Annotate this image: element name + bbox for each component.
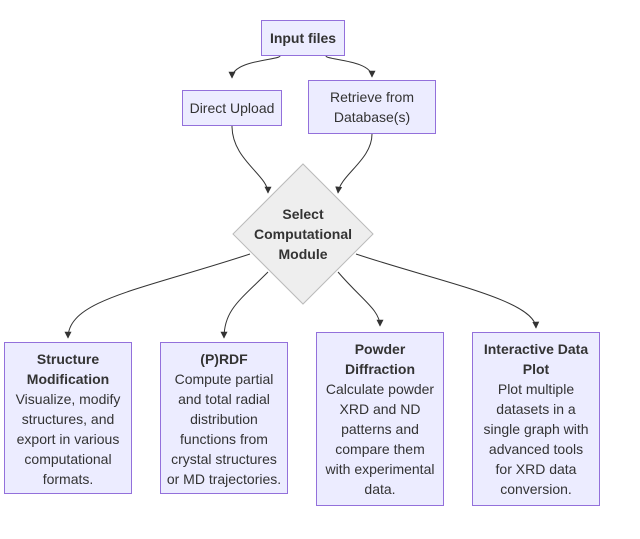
- powder-diffraction-node: Powder Diffraction Calculate powder XRD …: [316, 332, 444, 506]
- interactive-data-plot-desc: Plot multiple datasets in a single graph…: [483, 381, 589, 497]
- edge-retrieve-db-to-select: [335, 133, 373, 194]
- edge-select-to-interactive: [355, 253, 540, 329]
- structure-modification-node: Structure Modification Visualize, modify…: [4, 342, 132, 494]
- interactive-data-plot-node: Interactive Data Plot Plot multiple data…: [472, 332, 600, 506]
- direct-upload-label: Direct Upload: [189, 100, 275, 116]
- edge-direct-upload-to-select: [231, 125, 272, 194]
- prdf-title: (P)RDF: [200, 351, 248, 367]
- interactive-data-plot-title: Interactive Data Plot: [483, 341, 589, 377]
- powder-diffraction-desc: Calculate powder XRD and ND patterns and…: [325, 381, 435, 497]
- powder-diffraction-title: Powder Diffraction: [345, 341, 415, 377]
- prdf-node: (P)RDF Compute partial and total radial …: [160, 342, 288, 494]
- edge-input-to-retrieve-db: [325, 55, 376, 78]
- prdf-desc: Compute partial and total radial distrib…: [166, 371, 282, 487]
- structure-modification-title: Structure Modification: [26, 351, 110, 387]
- input-files-node: Input files: [261, 20, 345, 56]
- edge-select-to-structure: [64, 253, 251, 339]
- retrieve-db-node: Retrieve from Database(s): [308, 80, 436, 134]
- input-files-label: Input files: [269, 30, 337, 46]
- edge-select-to-prdf: [220, 271, 269, 339]
- select-module-decision: Select Computational Module: [232, 163, 374, 305]
- structure-modification-desc: Visualize, modify structures, and export…: [15, 391, 121, 487]
- edge-select-to-powder: [337, 271, 384, 327]
- retrieve-db-label: Retrieve from Database(s): [329, 89, 415, 125]
- direct-upload-node: Direct Upload: [182, 90, 282, 126]
- edge-input-to-direct-upload: [228, 55, 281, 79]
- select-module-label: Select Computational Module: [254, 206, 352, 262]
